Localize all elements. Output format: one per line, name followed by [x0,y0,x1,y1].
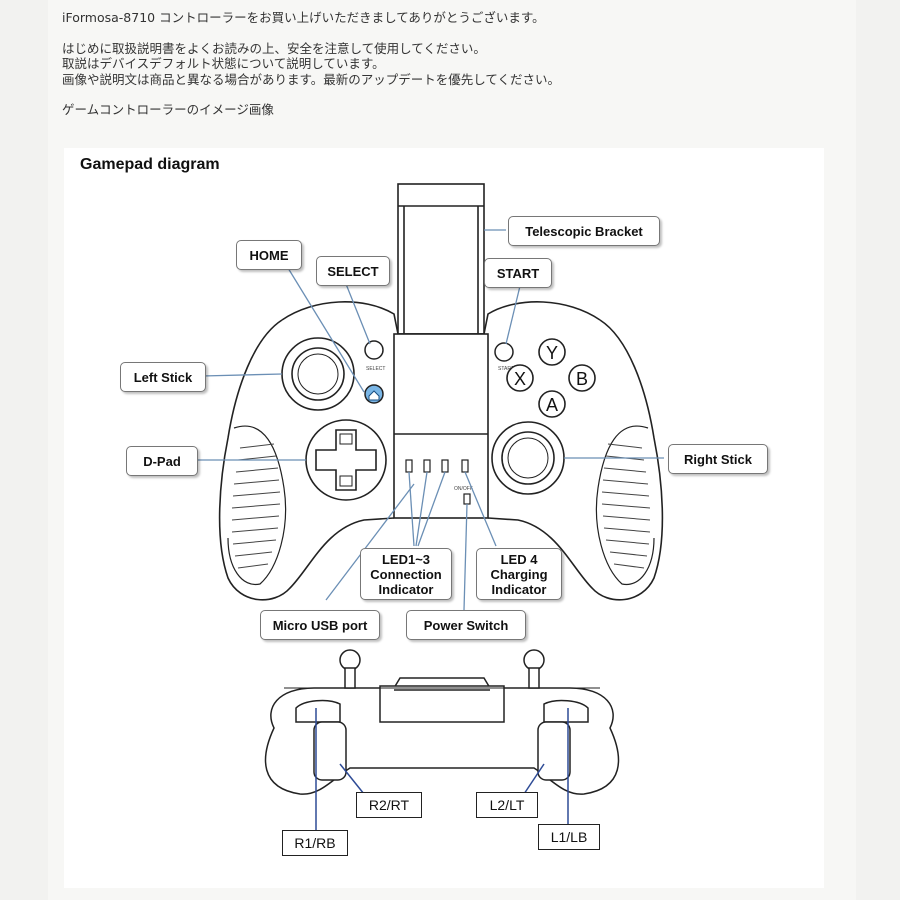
callout-telescopic-bracket: Telescopic Bracket [508,216,660,246]
intro-text: iFormosa-8710 コントローラーをお買い上げいただきましてありがとうご… [62,10,842,118]
power-switch-icon [463,493,471,505]
a-button-icon [538,390,566,418]
intro-line-thanks: iFormosa-8710 コントローラーをお買い上げいただきましてありがとうご… [62,10,545,25]
onoff-small-label: ON/OFF [454,486,473,492]
y-letter: Y [546,343,558,363]
y-button-icon [538,338,566,366]
intro-line-default-state: 取説はデバイスデフォルト状態について説明しています。 [62,56,385,71]
diagram-title: Gamepad diagram [80,156,220,173]
gamepad-diagram: Gamepad diagram [64,148,824,888]
callout-left-stick: Left Stick [120,362,206,392]
start-small-label: START [498,366,514,372]
select-button-icon [364,340,384,360]
left-stick-icon [281,337,355,411]
callout-l1-lb: L1/LB [538,824,600,850]
callout-micro-usb: Micro USB port [260,610,380,640]
led-indicators-icon [405,459,469,473]
start-button-icon [494,342,514,362]
x-letter: X [514,369,526,389]
callout-r1-rb: R1/RB [282,830,348,856]
callout-dpad: D-Pad [126,446,198,476]
callout-home: HOME [236,240,302,270]
callout-led4: LED 4 Charging Indicator [476,548,562,600]
callout-led1-3: LED1~3 Connection Indicator [360,548,452,600]
intro-line-image-notice: 画像や説明文は商品と異なる場合があります。最新のアップデートを優先してください。 [62,71,561,87]
intro-line-read-manual: はじめに取扱説明書をよくお読みの上、安全を注意して使用してください。 [62,40,486,56]
controller-bottom-view [264,649,620,795]
callout-l2-lt: L2/LT [476,792,538,818]
callout-select: SELECT [316,256,390,286]
callout-right-stick: Right Stick [668,444,768,474]
callout-power-switch: Power Switch [406,610,526,640]
controller-illustration: SELECT START Y X B A ON/OFF [194,183,664,830]
x-button-icon [506,364,534,392]
right-stick-icon [491,421,565,495]
b-button-icon [568,364,596,392]
a-letter: A [546,395,558,415]
b-letter: B [576,369,588,389]
select-small-label: SELECT [366,366,385,372]
callout-start: START [484,258,552,288]
callout-r2-rt: R2/RT [356,792,422,818]
dpad-icon [305,419,387,501]
intro-line-image-caption: ゲームコントローラーのイメージ画像 [62,102,274,117]
